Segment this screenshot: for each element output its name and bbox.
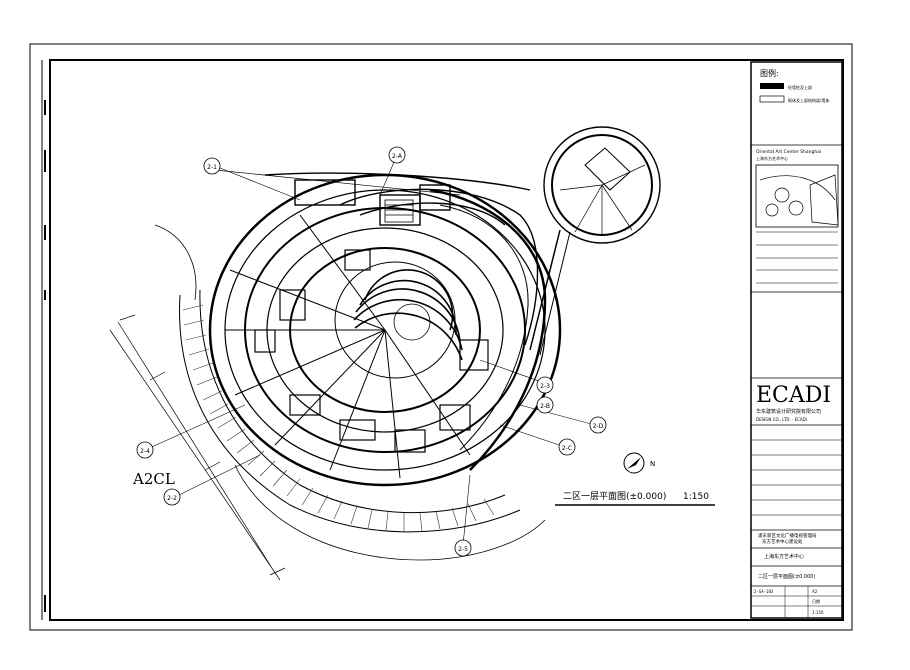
legend-title: 图例: bbox=[760, 68, 779, 78]
grid-bubble-2-C: 2-C bbox=[558, 438, 576, 456]
plan-title: 二区一层平面图(±0.000) bbox=[563, 491, 666, 502]
grid-bubble-2-B: 2-B bbox=[536, 396, 554, 414]
client-name: 浦东新区文化广播电视管理局 bbox=[758, 532, 817, 539]
project-name-small: 上海东方艺术中心 bbox=[756, 155, 788, 161]
grid-bubble-2-A: 2-A bbox=[388, 146, 406, 164]
grid-bubble-2-4: 2-4 bbox=[136, 441, 154, 459]
grid-bubble-group: 2-1 2-A 2-3 2-4 2-C 2-D 2-B 2-5 bbox=[136, 146, 607, 557]
landscape-band-outer bbox=[179, 294, 521, 533]
svg-text:2-D: 2-D bbox=[593, 423, 604, 430]
grid-bubble-2-2: 2-2 bbox=[163, 488, 181, 506]
ring-6 bbox=[334, 261, 456, 379]
site-boundary-bottom bbox=[234, 464, 546, 561]
key-plan-drawing bbox=[759, 174, 839, 226]
stair-top bbox=[384, 199, 414, 223]
rooms-ring bbox=[254, 249, 489, 453]
zone-label: A2CL bbox=[132, 470, 175, 488]
grid-bubble-2-5: 2-5 bbox=[454, 539, 472, 557]
project-name: 上海东方艺术中心 bbox=[764, 553, 804, 560]
svg-text:2-B: 2-B bbox=[540, 403, 550, 410]
band-hatch bbox=[182, 304, 495, 532]
company-name: 华东建筑设计研究院有限公司 bbox=[756, 408, 821, 415]
title-block: 图例: 砼墙柱及上部 砌体及上部结构梁/墙体 Oriental Art Cent… bbox=[750, 61, 843, 619]
svg-text:2-5: 2-5 bbox=[458, 546, 468, 553]
svg-text:N: N bbox=[650, 460, 655, 468]
radial-walls bbox=[225, 214, 471, 479]
grid-bubble-2-3: 2-3 bbox=[536, 376, 554, 394]
canopy-line bbox=[264, 172, 531, 191]
legend-swatch-solid bbox=[760, 83, 784, 89]
sheet-number: 2-GA-103 bbox=[754, 589, 774, 594]
scale-label: 1:150 bbox=[812, 610, 824, 615]
project-header: Oriental Art Center Shanghai bbox=[756, 149, 821, 155]
grid-bubble-2-D: 2-D bbox=[589, 416, 607, 434]
wing-right-inner bbox=[439, 204, 529, 451]
legend-item-2: 砌体及上部结构梁/墙体 bbox=[788, 97, 829, 103]
svg-text:2-2: 2-2 bbox=[167, 495, 177, 502]
legend-swatch-open bbox=[759, 95, 785, 103]
floor-plan bbox=[109, 126, 715, 581]
svg-text:2-3: 2-3 bbox=[540, 383, 550, 390]
grid-bubble-2-1: 2-1 bbox=[203, 157, 221, 175]
svg-text:2-1: 2-1 bbox=[207, 164, 217, 171]
client-name-2: 东方艺术中心建设处 bbox=[762, 538, 803, 545]
pavilion-connector bbox=[529, 229, 561, 351]
company-logo: ECADI bbox=[756, 383, 831, 408]
svg-text:2-A: 2-A bbox=[392, 153, 403, 160]
pavilion-diamond bbox=[584, 147, 631, 191]
sheet-title: 二区一层平面图(±0.000) bbox=[758, 574, 815, 580]
room-cluster-top bbox=[294, 179, 539, 346]
landscape-band-inner bbox=[199, 289, 506, 514]
key-plan-grid bbox=[756, 231, 838, 284]
grid-line-top bbox=[214, 169, 461, 196]
wing-right bbox=[429, 188, 547, 471]
plan-scale: 1:150 bbox=[683, 492, 709, 502]
pavilion-outer bbox=[543, 126, 661, 244]
stage bbox=[393, 303, 431, 341]
key-plan bbox=[755, 164, 839, 228]
pavilion-radials bbox=[559, 164, 646, 235]
site-boundary-left bbox=[154, 224, 197, 301]
revision-rows bbox=[751, 439, 842, 531]
date-label: 日期 bbox=[812, 598, 820, 604]
auditorium-seating bbox=[353, 269, 463, 361]
info-grid bbox=[751, 586, 842, 618]
legend-item-1: 砼墙柱及上部 bbox=[788, 84, 812, 90]
rev-label: A2 bbox=[812, 589, 818, 594]
outer-border bbox=[29, 43, 853, 631]
north-arrow-icon: N bbox=[623, 452, 655, 474]
svg-text:2-4: 2-4 bbox=[140, 448, 150, 455]
svg-text:2-C: 2-C bbox=[562, 445, 572, 452]
inner-border bbox=[49, 59, 844, 621]
company-code: DESIGN CO., LTD. · ECADI bbox=[756, 417, 807, 422]
dimension-lines bbox=[109, 314, 286, 581]
